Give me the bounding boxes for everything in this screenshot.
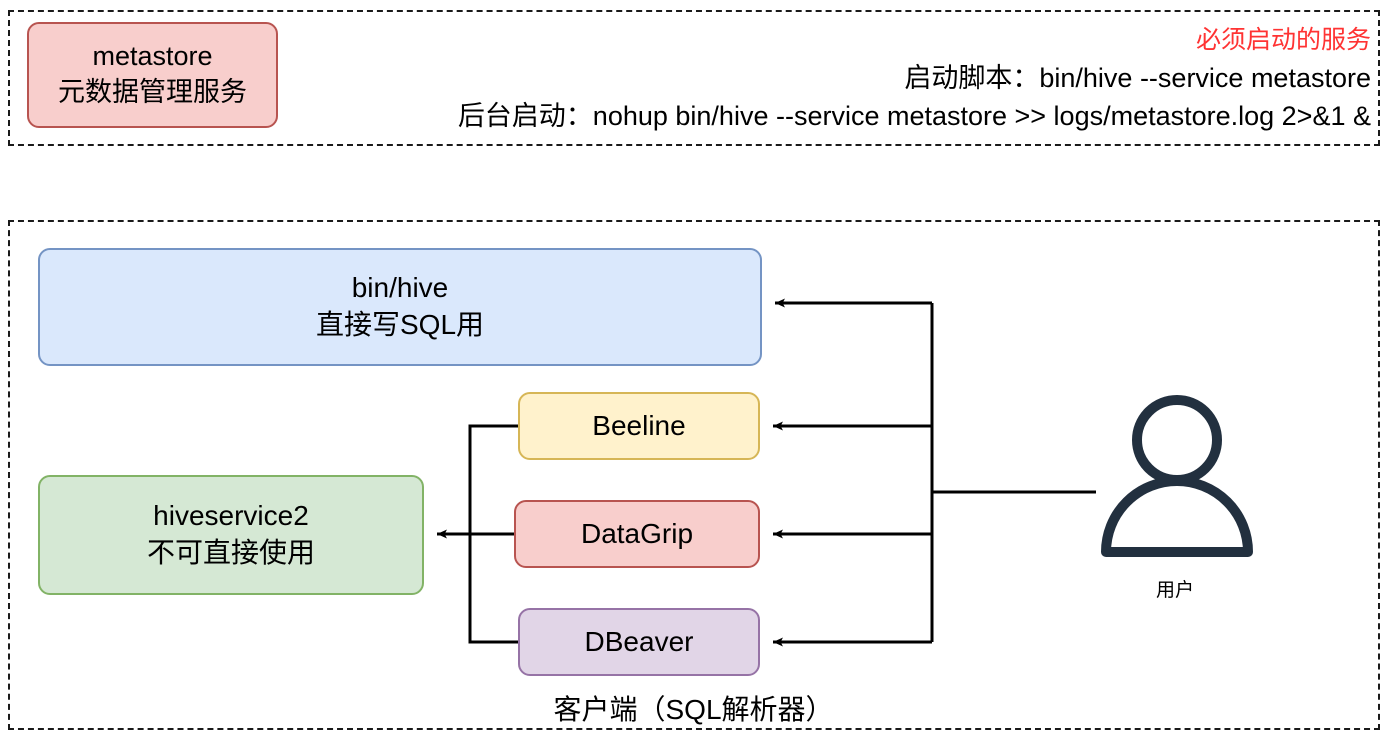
client-group-caption: 客户端（SQL解析器）	[553, 694, 834, 725]
node-metastore-title: metastore	[92, 41, 213, 72]
start-script-text: 启动脚本：bin/hive --service metastore	[904, 63, 1371, 93]
person-icon	[1101, 395, 1253, 557]
node-datagrip-label: DataGrip	[580, 517, 694, 549]
node-beeline[interactable]: Beeline	[518, 392, 760, 460]
must-start-note: 必须启动的服务	[1195, 26, 1371, 54]
node-dbeaver[interactable]: DBeaver	[518, 608, 760, 676]
node-hiveservice2-title: hiveservice2	[153, 500, 309, 532]
node-metastore-subtitle: 元数据管理服务	[58, 77, 247, 107]
node-datagrip[interactable]: DataGrip	[514, 500, 760, 568]
node-metastore[interactable]: metastore 元数据管理服务	[27, 22, 278, 128]
node-hiveservice2-subtitle: 不可直接使用	[146, 537, 315, 568]
user-label: 用户	[1155, 580, 1194, 601]
node-bin-hive-subtitle: 直接写SQL用	[315, 309, 485, 340]
background-start-text: 后台启动：nohup bin/hive --service metastore …	[457, 101, 1371, 131]
node-dbeaver-label: DBeaver	[584, 625, 694, 657]
node-bin-hive-title: bin/hive	[351, 272, 449, 304]
client-group-container	[8, 220, 1380, 730]
node-hiveservice2[interactable]: hiveservice2 不可直接使用	[38, 475, 424, 595]
node-bin-hive[interactable]: bin/hive 直接写SQL用	[38, 248, 762, 366]
node-beeline-label: Beeline	[592, 409, 686, 441]
metastore-group-container	[8, 10, 1380, 146]
